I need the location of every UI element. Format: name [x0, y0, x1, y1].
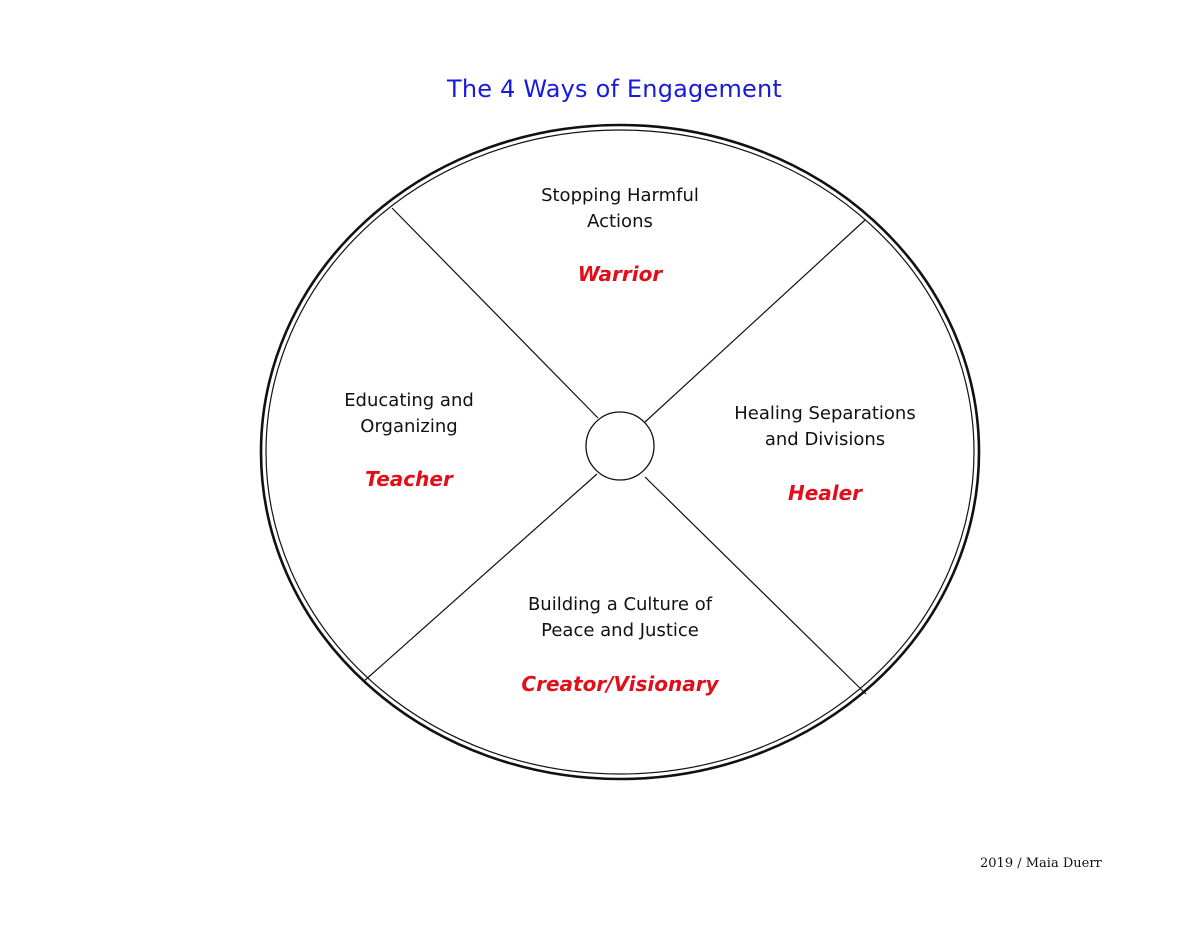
top-quadrant-role: Warrior	[578, 262, 664, 286]
right-quadrant-line1: Healing Separations	[734, 403, 915, 424]
bottom-quadrant-line2: Peace and Justice	[541, 620, 699, 641]
center-hub	[585, 411, 655, 481]
bottom-quadrant-line1: Building a Culture of	[528, 594, 713, 615]
author-credit: 2019 / Maia Duerr	[980, 856, 1102, 871]
right-quadrant-role: Healer	[788, 481, 863, 505]
spoke-bottom-left	[362, 473, 598, 683]
inner-ring	[265, 129, 975, 775]
left-quadrant-line1: Educating and	[344, 390, 474, 411]
left-quadrant-role: Teacher	[365, 467, 454, 491]
right-quadrant-line2: and Divisions	[765, 429, 885, 450]
spoke-top-right	[644, 219, 866, 423]
diagram-title: The 4 Ways of Engagement	[446, 75, 783, 103]
top-quadrant-line1: Stopping Harmful	[541, 185, 699, 206]
top-quadrant-line2: Actions	[587, 211, 653, 232]
spoke-bottom-right	[644, 476, 867, 695]
outer-ring	[259, 123, 981, 781]
spoke-top-left	[391, 207, 599, 419]
left-quadrant-line2: Organizing	[360, 416, 457, 437]
bottom-quadrant-role: Creator/Visionary	[521, 672, 719, 696]
